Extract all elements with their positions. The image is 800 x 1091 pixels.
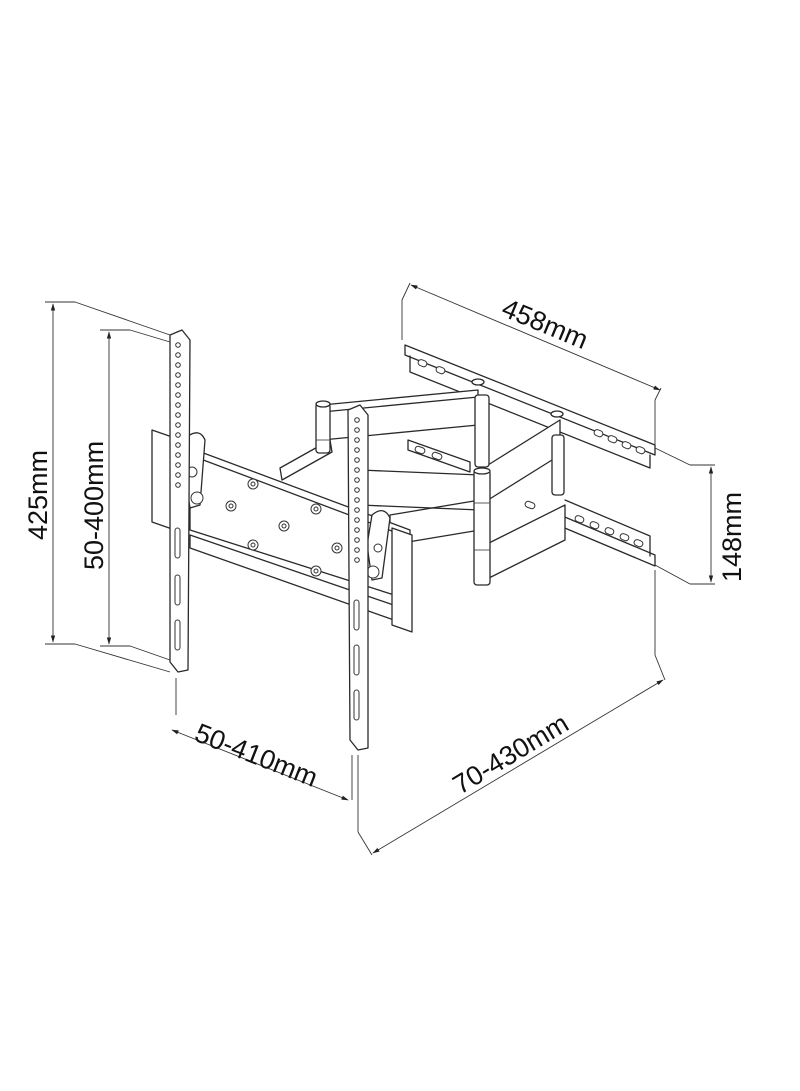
mount-bolts [225, 478, 343, 577]
dimension-lines [45, 282, 715, 856]
label-overall-height: 425mm [23, 450, 53, 540]
label-vesa-vertical: 50-400mm [79, 441, 109, 570]
label-vesa-horizontal: 50-410mm [191, 718, 322, 793]
vertical-rail-right [347, 404, 369, 751]
vertical-rail-left [169, 329, 191, 673]
label-extension: 70-430mm [448, 708, 574, 800]
label-wall-plate-width: 458mm [498, 293, 593, 355]
label-wall-plate-height: 148mm [717, 492, 747, 582]
tv-plate [151, 429, 413, 633]
